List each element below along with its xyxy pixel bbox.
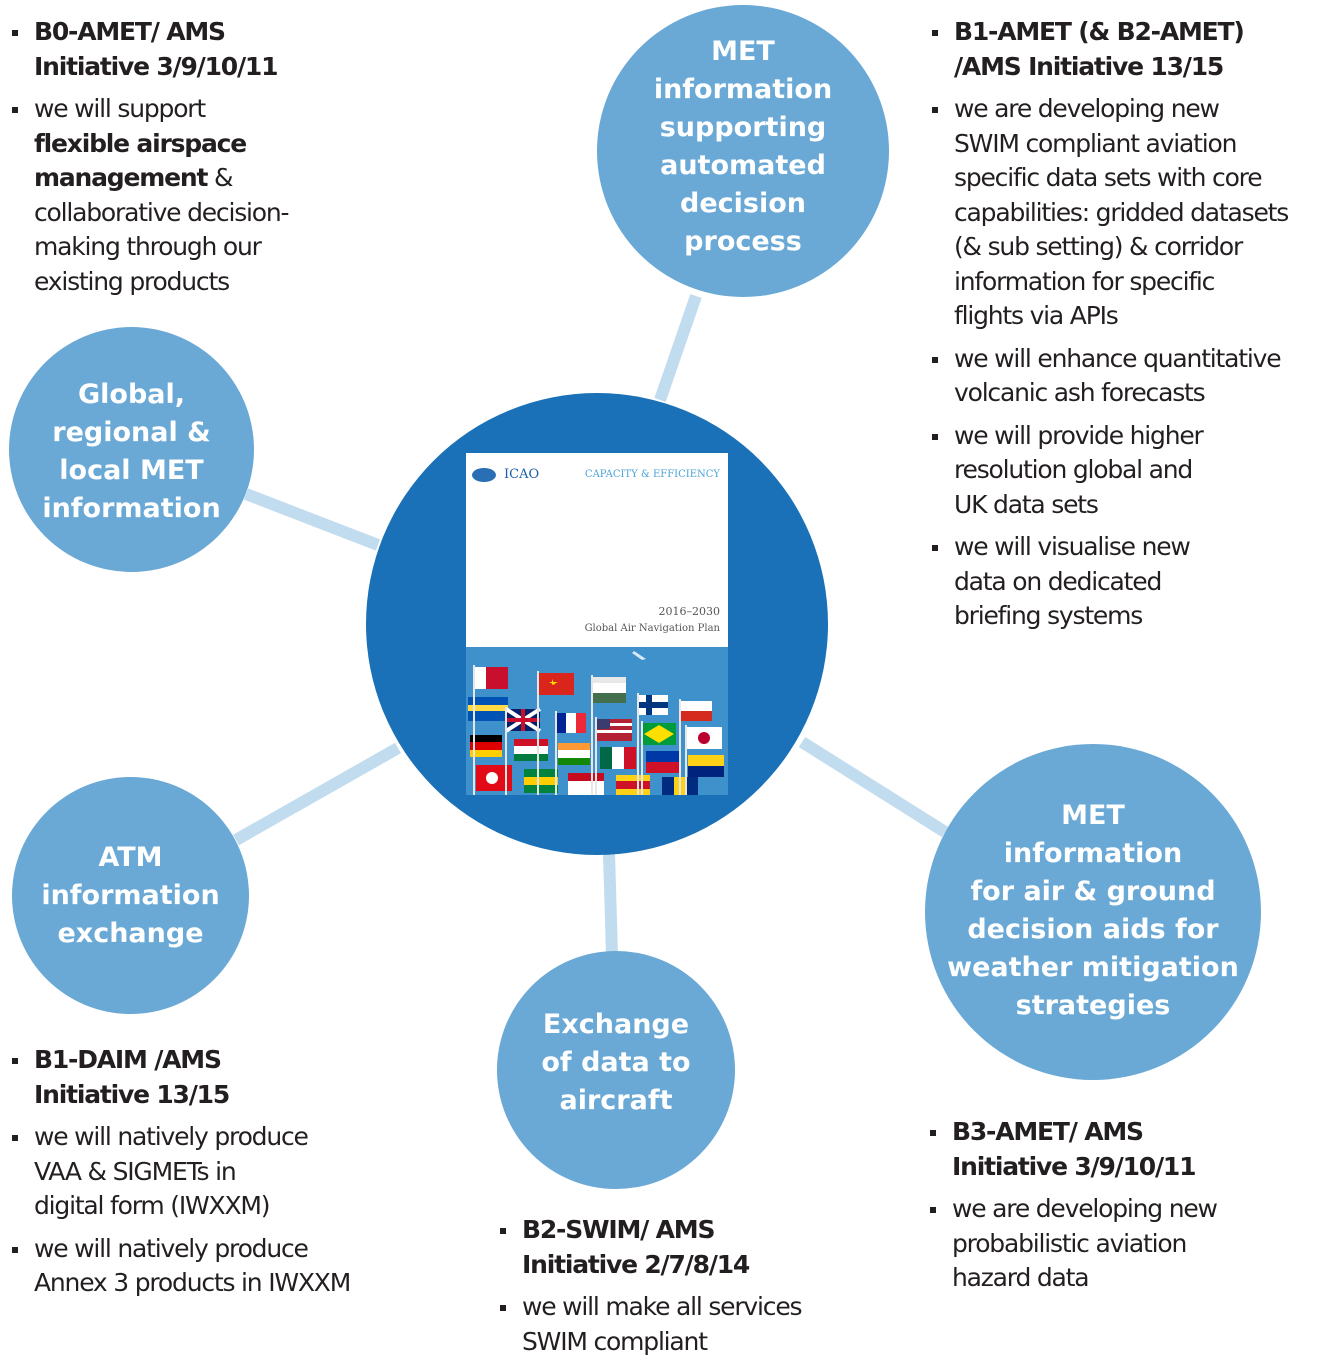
block-heading: B1-DAIM /AMS Initiative 13/15 bbox=[12, 1043, 412, 1112]
connector-left bbox=[243, 488, 381, 551]
circle-atm-information-exchange: ATM information exchange bbox=[12, 777, 249, 1014]
circle-met-automated-decision: MET information supporting automated dec… bbox=[597, 5, 889, 297]
gan-plan-cover-image: ICAO CAPACITY & EFFICIENCY 2016–2030 Glo… bbox=[466, 453, 728, 795]
cover-category: CAPACITY & EFFICIENCY bbox=[584, 469, 720, 480]
bullet-item: we will provide higher resolution global… bbox=[932, 419, 1332, 523]
bullet-item: we will enhance quantitative volcanic as… bbox=[932, 342, 1332, 411]
flags-photo bbox=[466, 647, 728, 795]
bullet-item: we are developing new probabilistic avia… bbox=[930, 1192, 1290, 1296]
bullet-item: we will natively produce Annex 3 product… bbox=[12, 1232, 412, 1301]
circle-met-air-ground-decision-aids: MET information for air & ground decisio… bbox=[925, 744, 1261, 1080]
block-b0-amet: B0-AMET/ AMS Initiative 3/9/10/11 we wil… bbox=[12, 15, 352, 299]
block-b1-amet: B1-AMET (& B2-AMET) /AMS Initiative 13/1… bbox=[932, 15, 1332, 634]
flags-illustration bbox=[466, 647, 728, 795]
connector-right bbox=[798, 736, 949, 838]
bullet-item: we will make all services SWIM compliant bbox=[500, 1290, 860, 1359]
block-heading: B0-AMET/ AMS Initiative 3/9/10/11 bbox=[12, 15, 352, 84]
icao-logo: ICAO bbox=[472, 467, 539, 482]
bullet-item: we will natively produce VAA & SIGMETs i… bbox=[12, 1120, 412, 1224]
block-b1-daim: B1-DAIM /AMS Initiative 13/15 we will na… bbox=[12, 1043, 412, 1301]
bullet-item: we will support flexible airspace manage… bbox=[12, 92, 352, 299]
bullet-item: we are developing new SWIM compliant avi… bbox=[932, 92, 1332, 334]
block-b2-swim: B2-SWIM/ AMS Initiative 2/7/8/14 we will… bbox=[500, 1213, 860, 1359]
icao-globe-icon bbox=[472, 467, 496, 482]
connector-top bbox=[654, 294, 702, 402]
block-heading: B2-SWIM/ AMS Initiative 2/7/8/14 bbox=[500, 1213, 860, 1282]
block-b3-amet: B3-AMET/ AMS Initiative 3/9/10/11 we are… bbox=[930, 1115, 1290, 1296]
block-heading: B1-AMET (& B2-AMET) /AMS Initiative 13/1… bbox=[932, 15, 1332, 84]
circle-global-regional-local-met: Global, regional & local MET information bbox=[9, 327, 254, 572]
block-heading: B3-AMET/ AMS Initiative 3/9/10/11 bbox=[930, 1115, 1290, 1184]
cover-years: 2016–2030 bbox=[658, 605, 721, 618]
connector-bottom bbox=[603, 852, 618, 956]
cover-plan-title: Global Air Navigation Plan bbox=[584, 623, 720, 634]
circle-exchange-data-aircraft: Exchange of data to aircraft bbox=[497, 951, 735, 1189]
connector-lower-left bbox=[233, 742, 401, 846]
bullet-item: we will visualise new data on dedicated … bbox=[932, 530, 1332, 634]
